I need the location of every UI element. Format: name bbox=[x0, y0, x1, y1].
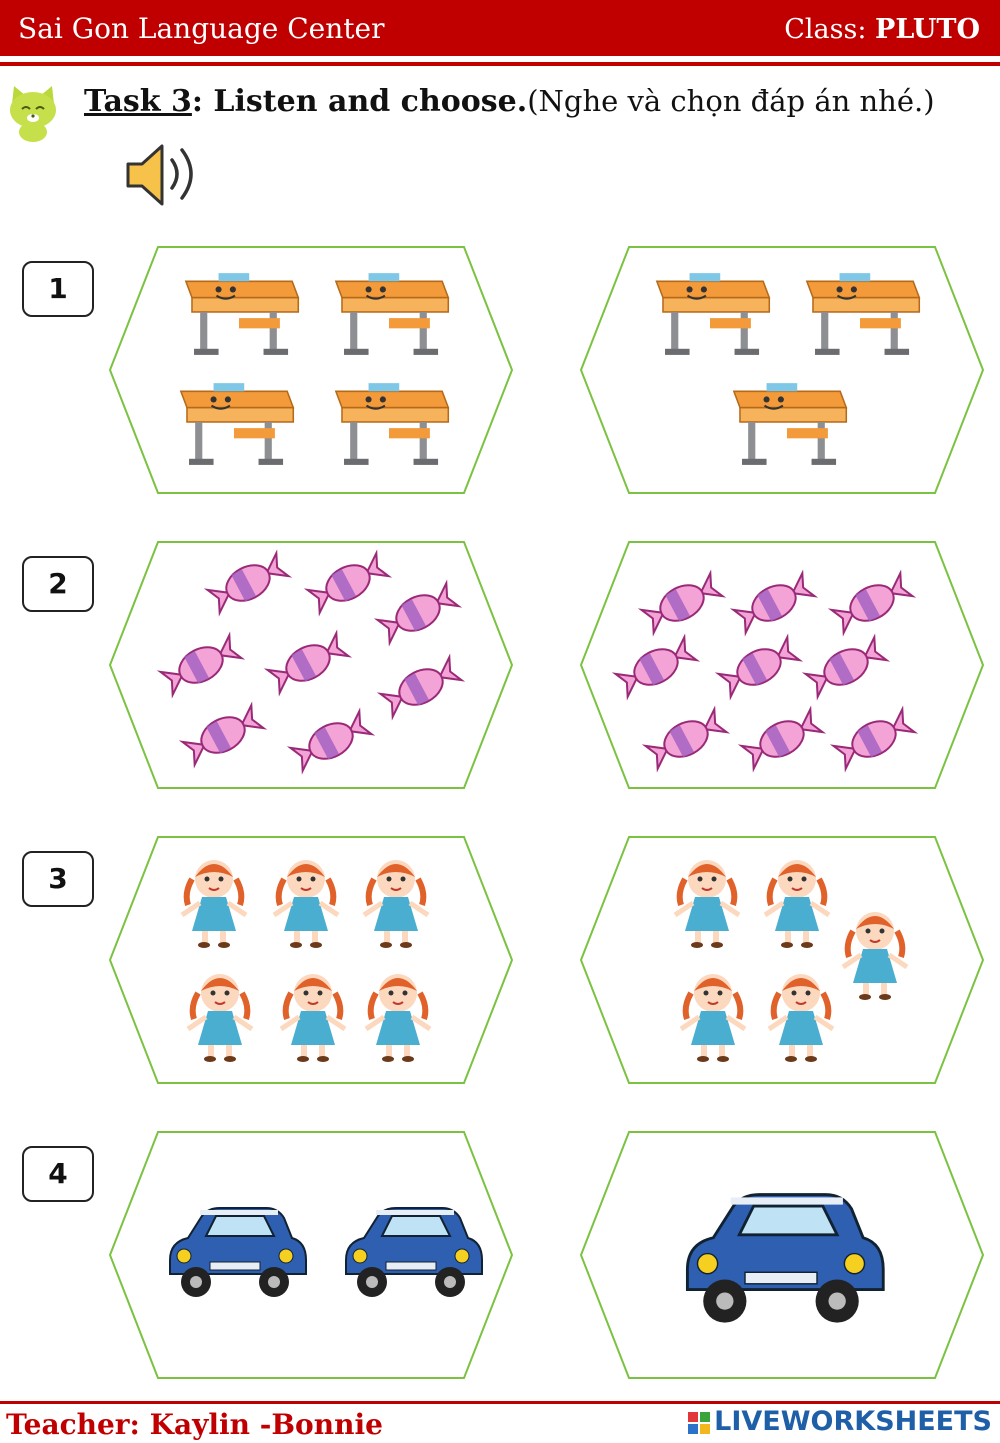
answer-option-2-right[interactable] bbox=[579, 540, 985, 790]
speaker-icon[interactable] bbox=[124, 138, 202, 210]
doll-icon bbox=[180, 963, 260, 1067]
hexagon-frame bbox=[108, 1131, 514, 1379]
task-title: Listen and choose. bbox=[213, 84, 528, 119]
question-number: 1 bbox=[22, 261, 94, 317]
doll-icon bbox=[757, 849, 837, 953]
class-info: Class: PLUTO bbox=[784, 14, 980, 45]
task-heading: Task 3: Listen and choose.(Nghe và chọn … bbox=[84, 84, 935, 119]
desk-icon bbox=[168, 377, 300, 473]
candy-icon bbox=[801, 632, 891, 706]
candy-icon bbox=[827, 568, 917, 642]
candy-icon bbox=[376, 652, 466, 726]
question-number: 2 bbox=[22, 556, 94, 612]
task-label: Task 3 bbox=[84, 84, 192, 119]
candy-icon bbox=[263, 628, 353, 702]
candy-icon bbox=[714, 632, 804, 706]
candy-icon bbox=[611, 632, 701, 706]
teacher-name: Teacher: Kaylin -Bonnie bbox=[6, 1408, 383, 1441]
desk-icon bbox=[721, 377, 853, 473]
answer-option-4-right[interactable] bbox=[579, 1130, 985, 1380]
header-bar: Sai Gon Language Center Class: PLUTO bbox=[0, 0, 1000, 56]
liveworksheets-mark-icon bbox=[688, 1411, 711, 1434]
question-number: 3 bbox=[22, 851, 94, 907]
liveworksheets-logo: LIVEWORKSHEETS bbox=[688, 1406, 992, 1437]
desk-icon bbox=[173, 267, 305, 363]
doll-icon bbox=[266, 849, 346, 953]
candy-icon bbox=[178, 700, 268, 774]
car-icon bbox=[336, 1200, 486, 1304]
candy-icon bbox=[829, 704, 919, 778]
center-name: Sai Gon Language Center bbox=[18, 12, 385, 45]
desk-icon bbox=[323, 267, 455, 363]
candy-icon bbox=[737, 704, 827, 778]
candy-icon bbox=[641, 704, 731, 778]
candy-icon bbox=[637, 568, 727, 642]
doll-icon bbox=[356, 849, 436, 953]
answer-option-1-right[interactable] bbox=[579, 245, 985, 495]
doll-icon bbox=[835, 901, 915, 1005]
liveworksheets-brand: LIVEWORKSHEETS bbox=[714, 1406, 992, 1437]
desk-icon bbox=[644, 267, 776, 363]
candy-icon bbox=[203, 548, 293, 622]
answer-option-3-right[interactable] bbox=[579, 835, 985, 1085]
desk-icon bbox=[794, 267, 926, 363]
desk-icon bbox=[323, 377, 455, 473]
doll-icon bbox=[273, 963, 353, 1067]
answer-option-4-left[interactable] bbox=[108, 1130, 514, 1380]
candy-icon bbox=[303, 548, 393, 622]
answer-option-3-left[interactable] bbox=[108, 835, 514, 1085]
car-icon bbox=[160, 1200, 310, 1304]
candy-icon bbox=[156, 630, 246, 704]
doll-icon bbox=[673, 963, 753, 1067]
doll-icon bbox=[358, 963, 438, 1067]
doll-icon bbox=[761, 963, 841, 1067]
car-icon bbox=[673, 1180, 889, 1334]
header-divider bbox=[0, 62, 1000, 66]
candy-icon bbox=[373, 578, 463, 652]
class-label: Class: bbox=[784, 14, 876, 45]
candy-icon bbox=[729, 568, 819, 642]
footer-divider bbox=[0, 1401, 1000, 1404]
candy-icon bbox=[286, 706, 376, 780]
answer-option-1-left[interactable] bbox=[108, 245, 514, 495]
doll-icon bbox=[174, 849, 254, 953]
task-subtitle: (Nghe và chọn đáp án nhé.) bbox=[527, 84, 935, 118]
doll-icon bbox=[667, 849, 747, 953]
question-number: 4 bbox=[22, 1146, 94, 1202]
cat-mascot-icon bbox=[10, 86, 56, 142]
answer-option-2-left[interactable] bbox=[108, 540, 514, 790]
class-value: PLUTO bbox=[875, 14, 980, 45]
task-separator: : bbox=[191, 84, 214, 119]
